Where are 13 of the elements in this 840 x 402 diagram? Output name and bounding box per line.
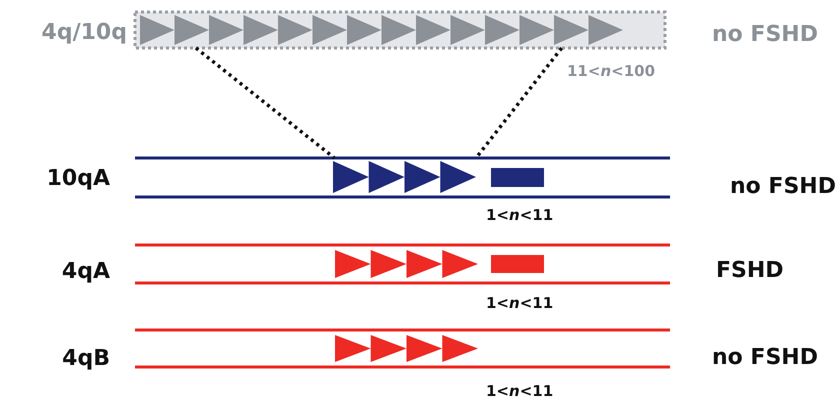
- status-label: no FSHD: [712, 344, 819, 372]
- status-label: no FSHD: [730, 173, 837, 201]
- repeat-count: 11<n<100: [567, 61, 656, 82]
- status-label: no FSHD: [712, 21, 819, 49]
- row-label: 10qA: [46, 165, 110, 193]
- repeat-triangles: [333, 161, 476, 193]
- repeat-count: 1<n<11: [486, 205, 554, 226]
- repeat-count: 1<n<11: [486, 293, 554, 314]
- repeat-count: 1<n<11: [486, 381, 554, 402]
- row-label: 4qB: [61, 345, 110, 373]
- array-label: 4q/10q: [42, 19, 127, 47]
- row-label: 4qA: [60, 258, 110, 286]
- status-label: FSHD: [716, 257, 785, 285]
